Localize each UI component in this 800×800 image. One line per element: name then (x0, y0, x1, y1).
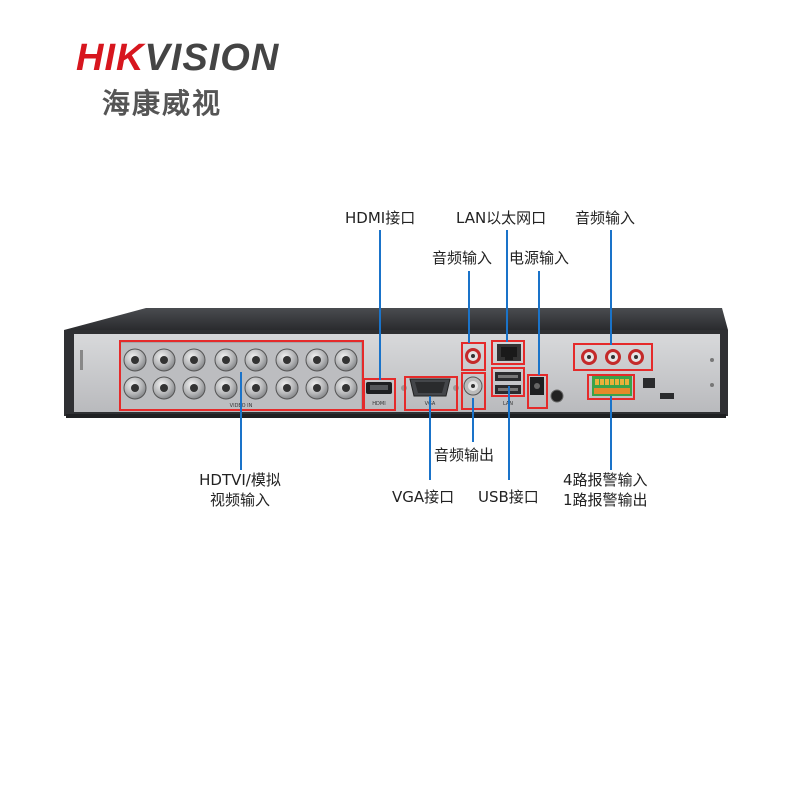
highlight-lan (491, 340, 525, 365)
label-audio-out: 音频输出 (434, 446, 495, 464)
connector-audio-in-mid (468, 271, 470, 343)
label-alarm-line1: 4路报警输入 (563, 471, 648, 489)
power-jack-icon (530, 377, 544, 395)
rca-jack-icon (581, 349, 644, 365)
brand-name-gray: VISION (144, 37, 280, 79)
highlight-hdmi (363, 378, 396, 411)
brand-logo: HIKVISION (76, 36, 279, 80)
highlight-audio-in-mid (461, 342, 486, 371)
connector-power (538, 271, 540, 375)
highlight-audio-in-right (573, 343, 653, 371)
connector-alarm (610, 396, 612, 470)
connector-vga (429, 396, 431, 480)
label-lan-port: LAN以太网口 (456, 209, 547, 227)
terminal-block-icon (592, 376, 632, 396)
label-alarm: 4路报警输入 1路报警输出 (563, 470, 648, 510)
hdmi-mark: HDMI (372, 401, 385, 407)
label-power-in: 电源输入 (509, 249, 570, 267)
label-alarm-line2: 1路报警输出 (563, 491, 648, 509)
chassis-top (64, 308, 728, 330)
highlight-power (527, 374, 548, 409)
label-vga-port: VGA接口 (392, 488, 455, 506)
label-audio-in-mid: 音频输入 (432, 249, 493, 267)
brand-name-chinese: 海康威视 (102, 87, 223, 120)
connector-video-in (240, 372, 242, 470)
label-video-in-line2: 视频输入 (209, 491, 270, 509)
rj45-port-icon (497, 344, 521, 361)
rca-jack-icon (465, 348, 481, 364)
label-video-in: HDTVI/模拟 视频输入 (184, 470, 296, 510)
label-audio-in-top: 音频输入 (575, 209, 636, 227)
connector-audio-in-right (610, 230, 612, 345)
rca-jack-icon (463, 376, 483, 396)
hdmi-port-icon (366, 382, 392, 394)
label-usb-port: USB接口 (478, 488, 539, 506)
label-video-in-line1: HDTVI/模拟 (199, 471, 281, 489)
connector-usb (508, 386, 510, 480)
connector-audio-out (472, 398, 474, 442)
bnc-connector-icon (123, 348, 358, 400)
brand-name-red: HIK (76, 37, 145, 79)
highlight-vga (404, 376, 458, 411)
label-hdmi-port: HDMI接口 (345, 209, 416, 227)
connector-hdmi (379, 230, 381, 380)
connector-lan (506, 230, 508, 342)
